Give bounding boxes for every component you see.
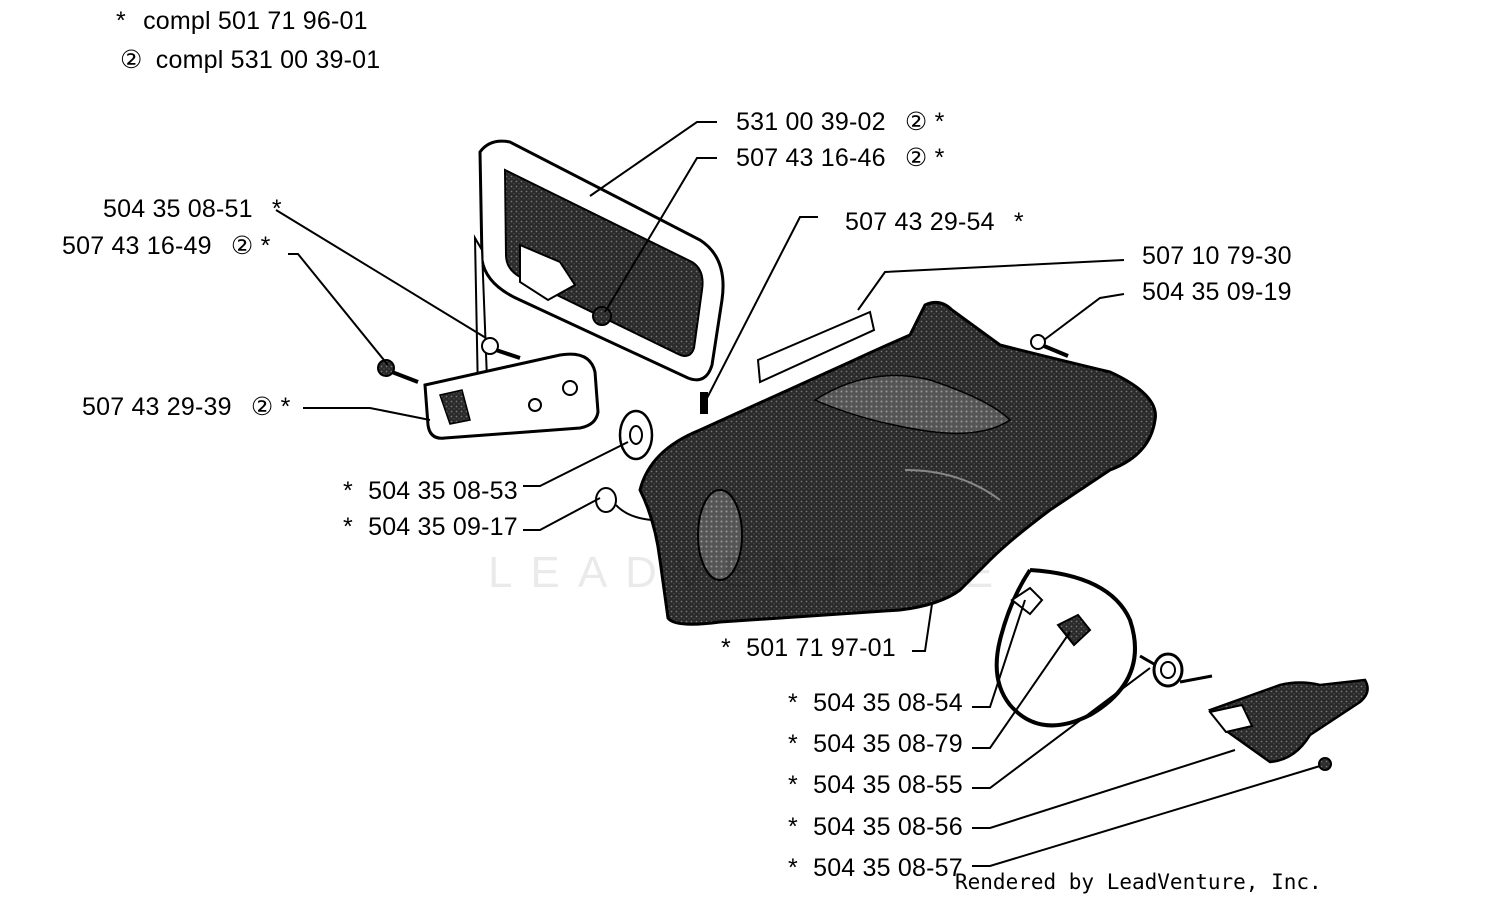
part-prefix: *	[343, 477, 353, 505]
part-suffix: *	[1013, 208, 1024, 236]
deflector-strip-part	[756, 310, 876, 384]
screw-part-left	[377, 359, 419, 384]
part-number: 507 43 16-49	[62, 232, 212, 260]
part-number: 504 35 09-17	[368, 513, 518, 541]
part-label[interactable]: 504 35 09-19	[1142, 277, 1292, 307]
nut-part	[592, 306, 612, 326]
render-credit: Rendered by LeadVenture, Inc.	[955, 870, 1322, 894]
part-number: 504 35 08-57	[813, 854, 963, 882]
part-label[interactable]: 504 35 08-51 *	[103, 194, 282, 224]
part-number: 501 71 97-01	[746, 634, 896, 662]
part-label[interactable]: 507 43 16-49 ② *	[62, 231, 271, 261]
part-prefix: *	[721, 634, 731, 662]
part-label[interactable]: * 504 35 08-53	[343, 476, 518, 506]
part-label[interactable]: * 504 35 09-17	[343, 512, 518, 542]
small-spring-part	[595, 487, 653, 521]
part-label[interactable]: 507 10 79-30	[1142, 241, 1292, 271]
part-number: 507 43 16-46	[736, 144, 886, 172]
part-prefix: *	[788, 730, 798, 758]
part-prefix: *	[788, 854, 798, 882]
legend-star: * compl 501 71 96-01	[116, 6, 368, 36]
part-number: 504 35 08-54	[813, 689, 963, 717]
legend-circle-text: compl 531 00 39-01	[155, 46, 381, 74]
part-number: 504 35 08-51	[103, 195, 253, 223]
part-number: 507 10 79-30	[1142, 242, 1292, 270]
part-suffix: *	[271, 195, 282, 223]
part-label[interactable]: * 504 35 08-56	[788, 812, 963, 842]
brake-lever-part	[1207, 678, 1369, 771]
brake-band-part	[994, 568, 1137, 728]
circle-symbol: ②	[120, 46, 143, 74]
part-suffix: ② *	[230, 232, 271, 260]
part-number: 531 00 39-02	[736, 108, 886, 136]
part-prefix: *	[788, 771, 798, 799]
part-suffix: ② *	[250, 393, 291, 421]
part-label[interactable]: 507 43 29-54 *	[845, 207, 1024, 237]
legend-star-text: compl 501 71 96-01	[143, 7, 368, 35]
part-number: 507 43 29-54	[845, 208, 995, 236]
bracket-plate-part	[423, 234, 600, 440]
watermark: LEADVENTURE	[488, 548, 1012, 597]
pin-part	[700, 392, 708, 414]
part-label[interactable]: * 504 35 08-57	[788, 853, 963, 883]
part-number: 504 35 08-55	[813, 771, 963, 799]
part-suffix: ② *	[904, 108, 945, 136]
part-number: 504 35 08-53	[368, 477, 518, 505]
part-prefix: *	[788, 689, 798, 717]
clutch-cover-part	[638, 300, 1157, 626]
part-label[interactable]: 507 43 16-46 ② *	[736, 143, 945, 173]
part-label[interactable]: * 504 35 08-54	[788, 688, 963, 718]
legend-circle: ② compl 531 00 39-01	[120, 45, 380, 75]
part-number: 504 35 09-19	[1142, 278, 1292, 306]
part-number: 507 43 29-39	[82, 393, 232, 421]
screw-part-upper	[481, 337, 521, 360]
hand-guard-part	[478, 139, 725, 382]
part-number: 504 35 08-79	[813, 730, 963, 758]
washer-part	[618, 409, 654, 461]
part-label[interactable]: * 504 35 08-79	[788, 729, 963, 759]
star-symbol: *	[116, 7, 126, 35]
part-prefix: *	[343, 513, 353, 541]
coil-spring-part	[1139, 652, 1213, 688]
part-suffix: ② *	[904, 144, 945, 172]
part-number: 504 35 08-56	[813, 813, 963, 841]
part-label[interactable]: * 504 35 08-55	[788, 770, 963, 800]
screw-part-right	[1030, 334, 1069, 358]
leader-lines	[275, 121, 1321, 867]
part-label[interactable]: 507 43 29-39 ② *	[82, 392, 291, 422]
part-label[interactable]: * 501 71 97-01	[721, 633, 896, 663]
part-label[interactable]: 531 00 39-02 ② *	[736, 107, 945, 137]
part-prefix: *	[788, 813, 798, 841]
